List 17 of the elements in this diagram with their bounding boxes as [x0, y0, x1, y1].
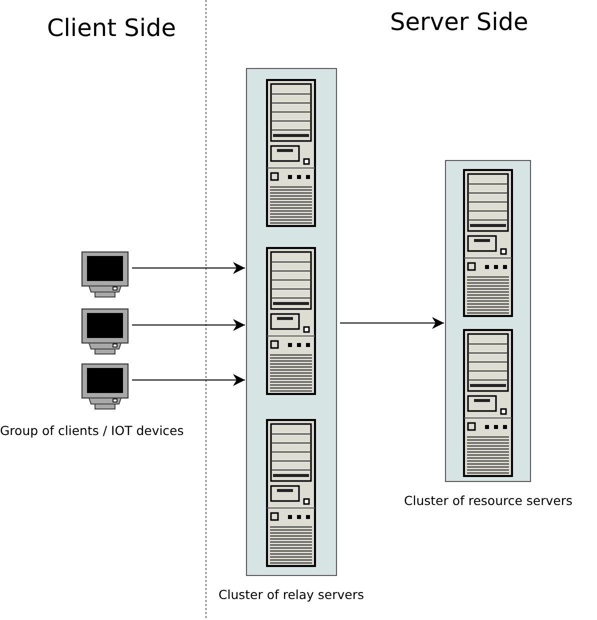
- arrow: [132, 319, 246, 331]
- monitor-icon: [81, 363, 129, 411]
- monitor-icon: [81, 251, 129, 299]
- arrow: [340, 317, 444, 329]
- server-tower-icon: [266, 247, 316, 395]
- side-heading: Server Side: [390, 8, 528, 36]
- side-heading: Client Side: [47, 14, 176, 42]
- server-tower-icon: [266, 419, 316, 567]
- monitor-icon: [81, 308, 129, 356]
- group-caption: Group of clients / IOT devices: [0, 423, 184, 438]
- cluster-caption: Cluster of relay servers: [218, 587, 364, 602]
- server-tower-icon: [463, 329, 513, 477]
- arrow: [132, 262, 246, 274]
- server-tower-icon: [463, 169, 513, 317]
- cluster-caption: Cluster of resource servers: [404, 493, 572, 508]
- arrow: [132, 374, 246, 386]
- server-tower-icon: [266, 79, 316, 227]
